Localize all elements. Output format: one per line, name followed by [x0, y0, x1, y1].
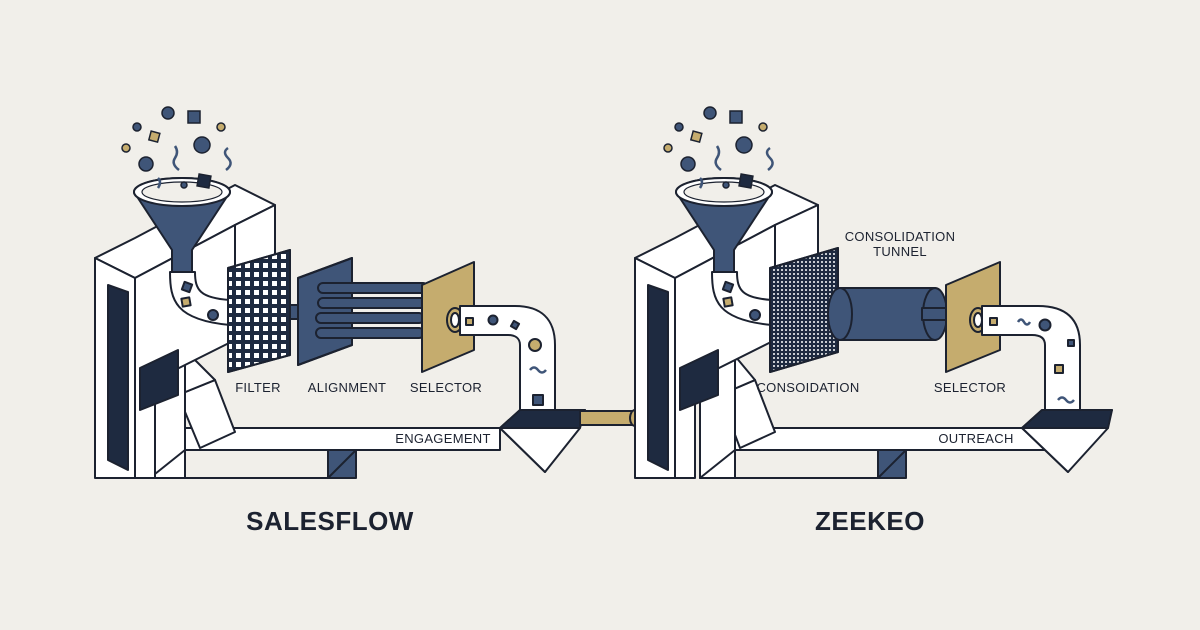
- salesflow-output-label: ENGAGEMENT: [395, 431, 490, 446]
- salesflow-output-pipe: [459, 305, 556, 413]
- salesflow-stage-alignment-label: ALIGNMENT: [308, 380, 387, 395]
- zeekeo-machine: [634, 177, 1113, 479]
- salesflow-stage-selector-label: SELECTOR: [410, 380, 482, 395]
- mesh-filter-icon: [769, 247, 839, 373]
- salesflow-base-frame: [139, 349, 501, 479]
- zeekeo-output-hopper: [1021, 409, 1113, 473]
- salesflow-output-hopper: [499, 409, 586, 473]
- selector-plate-icon: [945, 261, 1001, 373]
- zeekeo-annotation-line1: CONSOLIDATION: [845, 229, 956, 244]
- zeekeo-title: ZEEKEO: [815, 506, 925, 536]
- connector-pipe-icon: [579, 409, 641, 427]
- salesflow-title: SALESFLOW: [246, 506, 414, 536]
- zeekeo-stage-selector-label: SELECTOR: [934, 380, 1006, 395]
- mesh-filter-icon: [227, 249, 291, 373]
- scattered-particles-icon: [121, 106, 232, 189]
- zeekeo-base-frame: [684, 349, 1046, 479]
- cylinder-tunnel-icon: [827, 287, 953, 341]
- zeekeo-annotation-line2: TUNNEL: [873, 244, 927, 259]
- salesflow-stage-filter-label: FILTER: [235, 380, 281, 395]
- zeekeo-output-label: OUTREACH: [938, 431, 1013, 446]
- zeekeo-output-pipe: [981, 305, 1081, 413]
- scattered-particles-icon: [663, 106, 774, 189]
- salesflow-machine: [94, 177, 586, 479]
- zeekeo-stage-consolidation-label: CONSOIDATION: [756, 380, 859, 395]
- alignment-rods-icon: [289, 257, 429, 366]
